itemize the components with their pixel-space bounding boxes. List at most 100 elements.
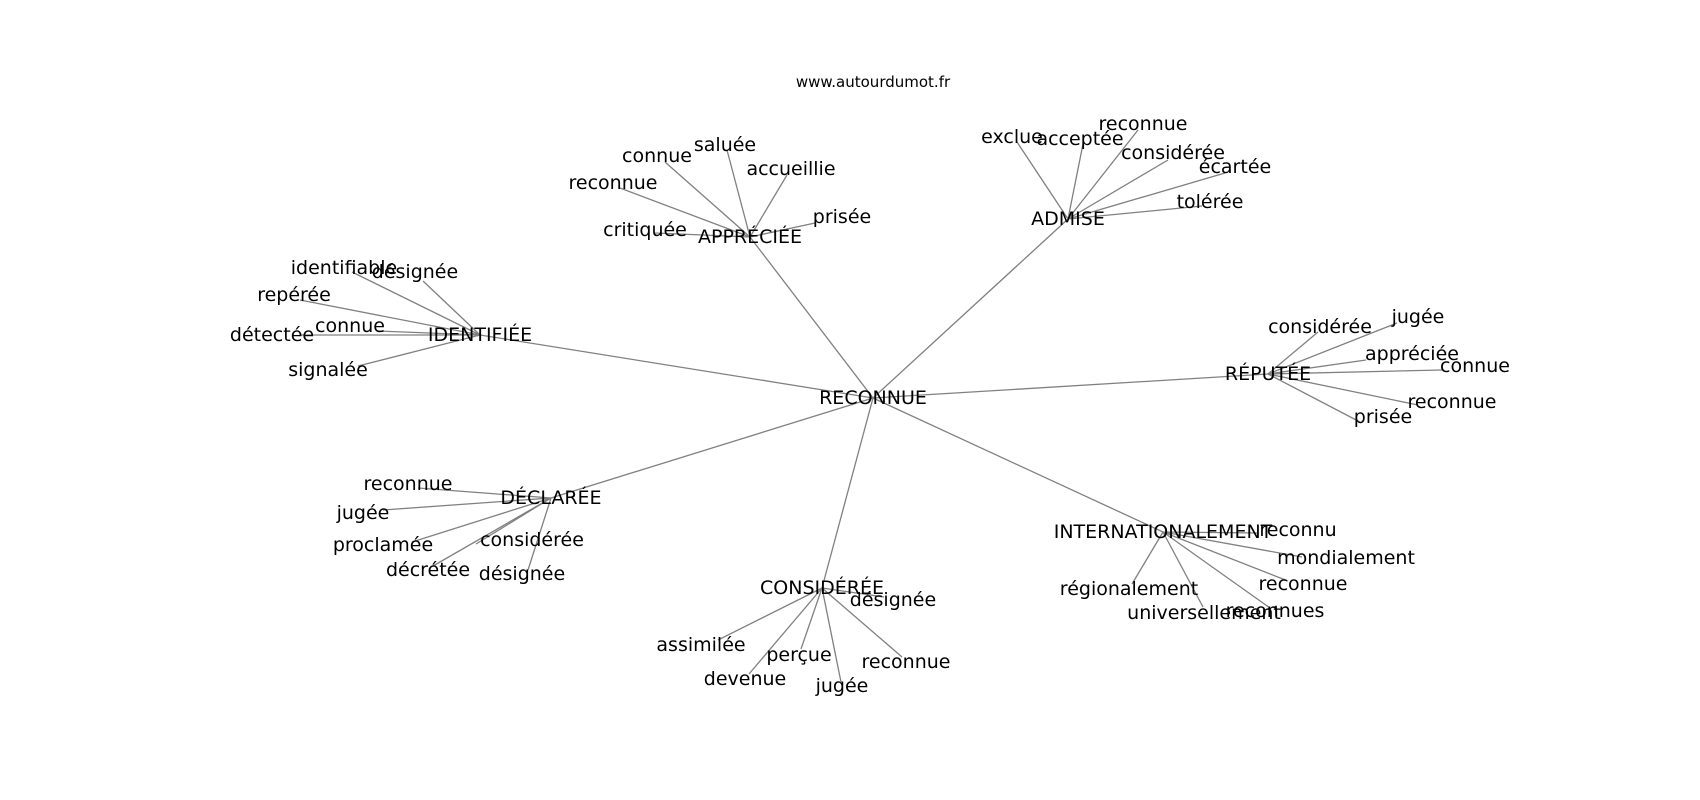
leaf-node-label: accueillie (746, 158, 835, 180)
edge-hub-leaf (726, 149, 751, 238)
hub-node-label: INTERNATIONALEMENT (1054, 521, 1273, 543)
hub-node-label: APPRÉCIÉE (698, 225, 802, 248)
edge-hub-leaf (1067, 143, 1084, 220)
edge-hub-leaf (1162, 531, 1303, 558)
leaf-node-label: proclamée (333, 534, 433, 556)
leaf-node-label: identifiable (291, 257, 397, 279)
leaf-node-label: reconnue (1099, 113, 1188, 135)
edge-hub-leaf (299, 299, 481, 336)
edge-hub-leaf (1162, 531, 1289, 582)
leaf-node-label: écartée (1199, 156, 1271, 178)
edge-hub-leaf (619, 187, 751, 238)
edge-hub-leaf (411, 497, 552, 543)
leaf-node-label: considérée (1268, 316, 1372, 338)
edge-hub-leaf (382, 497, 552, 511)
edge-center-hub (550, 397, 874, 499)
edge-center-hub (821, 397, 874, 589)
edge-hub-leaf (800, 587, 823, 650)
site-url: www.autourdumot.fr (796, 73, 951, 91)
edge-hub-leaf (1267, 359, 1367, 375)
edge-hub-leaf (821, 587, 903, 658)
edge-hub-leaf (1267, 373, 1361, 423)
leaf-node-label: critiquée (603, 219, 687, 241)
leaf-node-label: considérée (480, 529, 584, 551)
hub-node-label: RÉPUTÉE (1225, 362, 1311, 385)
edge-hub-leaf (749, 174, 788, 238)
leaf-node-label: assimilée (656, 634, 745, 656)
leaf-node-label: reconnu (1259, 519, 1336, 541)
edge-hub-leaf (1131, 531, 1164, 585)
hub-node-label: DÉCLARÉE (500, 486, 601, 509)
leaf-node-label: reconnue (1259, 573, 1348, 595)
edge-hub-leaf (654, 232, 751, 238)
leaf-node-label: décrétée (386, 559, 470, 581)
edge-hub-leaf (1067, 159, 1169, 220)
leaf-node-label: désignée (479, 563, 565, 585)
edge-hub-leaf (821, 587, 842, 683)
edge-center-hub (479, 334, 874, 399)
edge-hub-leaf (1162, 531, 1204, 608)
leaf-node-label: reconnue (569, 172, 658, 194)
edge-hub-leaf (1267, 322, 1398, 375)
edge-hub-leaf (1267, 331, 1319, 375)
hub-node-label: CONSIDÉRÉE (760, 576, 884, 599)
leaf-node-label: reconnues (1226, 600, 1325, 622)
leaf-node-label: universellement (1127, 602, 1281, 624)
edge-hub-leaf (432, 497, 552, 567)
leaf-node-label: repérée (257, 284, 331, 306)
edge-center-hub (872, 373, 1269, 399)
leaf-node-label: reconnue (1408, 391, 1497, 413)
leaf-node-label: appréciée (1365, 343, 1459, 365)
hub-node-label: IDENTIFIÉE (428, 323, 532, 346)
leaf-node-label: saluée (694, 134, 756, 156)
edge-hub-leaf (1162, 531, 1271, 609)
edge-hub-leaf (749, 222, 816, 238)
leaf-node-label: jugée (815, 675, 869, 697)
leaf-node-label: détectée (230, 324, 314, 346)
node-labels: www.autourdumot.fr RECONNUE saluéeconnue… (230, 73, 1510, 697)
edge-hub-leaf (821, 587, 885, 598)
edge-center-hub (749, 236, 874, 399)
leaf-node-label: tolérée (1177, 191, 1244, 213)
edge-hub-leaf (717, 587, 823, 641)
leaf-node-label: connue (622, 145, 692, 167)
leaf-node-label: devenue (704, 668, 786, 690)
leaf-node-label: perçue (766, 644, 831, 666)
center-node-label: RECONNUE (819, 387, 927, 409)
edge-hub-leaf (1267, 369, 1443, 375)
leaf-node-label: mondialement (1277, 547, 1415, 569)
leaf-node-label: régionalement (1060, 578, 1198, 600)
edge-hub-leaf (1067, 129, 1139, 220)
edge-hub-leaf (351, 271, 481, 336)
edge-hub-leaf (1016, 141, 1069, 220)
leaf-node-label: prisée (813, 206, 871, 228)
leaf-node-label: connue (315, 315, 385, 337)
edge-center-hub (872, 397, 1164, 533)
leaf-node-label: désignée (850, 589, 936, 611)
leaf-node-label: signalée (288, 359, 368, 381)
edges (299, 129, 1443, 683)
edge-hub-leaf (1067, 172, 1226, 220)
leaf-node-label: désignée (372, 261, 458, 283)
edge-hub-leaf (422, 280, 481, 336)
leaf-node-label: reconnue (364, 473, 453, 495)
edge-hub-leaf (377, 330, 481, 336)
edge-hub-leaf (527, 497, 552, 571)
edge-hub-leaf (357, 334, 481, 367)
leaf-node-label: reconnue (862, 651, 951, 673)
edge-center-hub (872, 218, 1069, 399)
edge-hub-leaf (748, 587, 823, 675)
leaf-node-label: connue (1440, 355, 1510, 377)
edge-hub-leaf (1162, 531, 1259, 534)
leaf-node-label: jugée (336, 502, 390, 524)
edge-hub-leaf (1067, 205, 1203, 220)
edge-hub-leaf (417, 487, 552, 499)
leaf-node-label: considérée (1121, 142, 1225, 164)
edge-hub-leaf (664, 161, 751, 238)
leaf-node-label: exclue (981, 126, 1043, 148)
leaf-node-label: acceptée (1036, 128, 1123, 150)
hub-node-label: ADMISE (1031, 208, 1105, 230)
edge-hub-leaf (1267, 373, 1419, 406)
leaf-node-label: jugée (1391, 306, 1445, 328)
